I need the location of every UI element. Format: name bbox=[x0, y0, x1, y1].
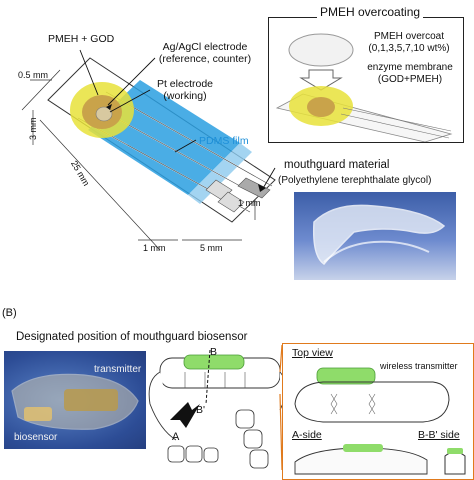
detail-frame bbox=[282, 343, 474, 480]
top-view-label: Top view bbox=[292, 347, 333, 359]
overcoating-title: PMEH overcoating bbox=[317, 6, 424, 18]
marker-a: A bbox=[172, 431, 180, 443]
bb-transmitter bbox=[447, 448, 463, 454]
overcoat-label: PMEH overcoat bbox=[373, 31, 445, 42]
overcoating-box bbox=[268, 17, 464, 143]
biosensor-photo bbox=[4, 351, 146, 449]
mini-gold-electrode bbox=[307, 97, 335, 117]
photo-biosensor-label: biosensor bbox=[14, 432, 58, 443]
topview-guard bbox=[294, 381, 450, 423]
bb-side-profile bbox=[444, 451, 466, 475]
dim-0-5mm: 0.5 mm bbox=[18, 70, 49, 80]
contact-pad bbox=[217, 191, 245, 213]
marker-b: B bbox=[210, 346, 218, 358]
pmeh-god-label: PMEH + GOD bbox=[48, 33, 115, 45]
a-side-label: A-side bbox=[292, 429, 322, 441]
agagcl-label: Ag/AgCl electrode bbox=[162, 41, 248, 53]
panel-b-title: Designated position of mouthguard biosen… bbox=[16, 331, 248, 343]
dim-5mm: 5 mm bbox=[200, 243, 223, 253]
wireless-transmitter-label: wireless transmitter bbox=[380, 361, 458, 371]
membrane-sub: (GOD+PMEH) bbox=[377, 74, 443, 85]
pt-label: Pt electrode bbox=[156, 78, 214, 90]
mouthguard-label: mouthguard material bbox=[284, 159, 390, 171]
aside-transmitter bbox=[343, 444, 383, 452]
overcoating-drawing bbox=[275, 33, 453, 142]
section-line-bb bbox=[205, 349, 211, 405]
arrow-down-icon bbox=[299, 69, 343, 91]
overcoat-values: (0,1,3,5,7,10 wt%) bbox=[368, 43, 450, 54]
mouthguard-sub: (Polyethylene terephthalate glycol) bbox=[278, 175, 432, 186]
pmeh-overcoat-disc bbox=[288, 33, 354, 67]
dim-1mm-b: 1 mm bbox=[238, 198, 261, 208]
agagcl-sub-label: (reference, counter) bbox=[158, 53, 252, 65]
panel-b-label: (B) bbox=[2, 307, 17, 319]
marker-b-prime: B' bbox=[196, 404, 206, 416]
bb-side-label: B-B' side bbox=[418, 429, 460, 441]
transmitter-position bbox=[183, 354, 245, 370]
contact-pad bbox=[237, 177, 271, 199]
detail-drawing bbox=[294, 367, 466, 475]
photo-transmitter-label: transmitter bbox=[94, 364, 142, 375]
pdms-blue-lower bbox=[188, 143, 252, 204]
pt-sub-label: (working) bbox=[163, 90, 207, 102]
arrow-a-icon bbox=[170, 402, 200, 428]
dim-1mm-a: 1 mm bbox=[143, 243, 166, 253]
topview-transmitter bbox=[316, 367, 376, 385]
membrane-label: enzyme membrane bbox=[367, 62, 453, 73]
pt-working-electrode bbox=[95, 106, 113, 122]
pdms-label: PDMS film bbox=[199, 135, 249, 147]
mouthguard-photo bbox=[294, 192, 456, 280]
